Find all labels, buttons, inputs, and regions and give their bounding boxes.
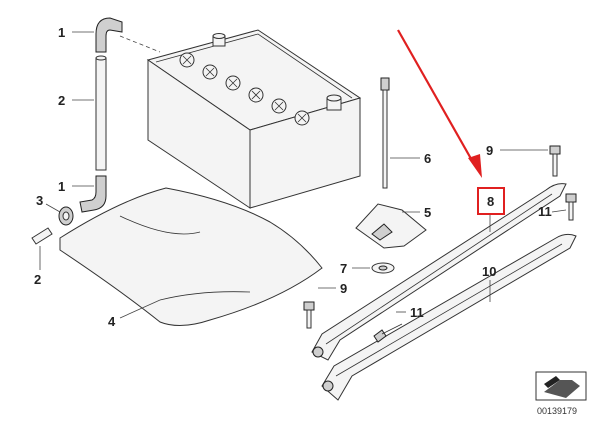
callout-3: 3 (36, 193, 43, 208)
support-rail-upper (311, 183, 567, 361)
diagram-id: 00139179 (537, 406, 577, 416)
bolt-9-upper (549, 145, 561, 177)
battery-cell-caps (179, 52, 310, 126)
diagram-logo (535, 371, 587, 401)
callout-11-lower: 11 (410, 305, 424, 320)
vent-grommet (58, 206, 74, 226)
bolt-11-upper (565, 193, 577, 221)
battery-terminal-left (212, 33, 226, 47)
callout-8: 8 (487, 194, 494, 209)
clamp-bracket (355, 203, 427, 249)
callout-4: 4 (108, 314, 116, 329)
callout-10: 10 (482, 264, 496, 279)
long-bolt (380, 77, 390, 189)
highlight-box (477, 187, 505, 215)
support-rail-lower (321, 233, 577, 401)
bolt-9-lower (303, 301, 315, 329)
bolt-11-lower (373, 323, 403, 343)
vent-tube-short (31, 227, 53, 245)
battery-mat (59, 187, 323, 326)
vent-tube (95, 55, 107, 171)
callout-9-upper: 9 (486, 143, 493, 158)
battery-terminal-right (326, 94, 342, 111)
leader-lines (39, 31, 567, 319)
callout-7: 7 (340, 261, 347, 276)
battery (119, 29, 362, 209)
callout-2-lower: 2 (34, 272, 41, 287)
callout-5: 5 (424, 205, 431, 220)
callout-11-upper: 11 (538, 204, 552, 219)
washer (371, 262, 395, 274)
highlight-arrow (397, 29, 482, 178)
callout-2-upper: 2 (58, 93, 65, 108)
callout-1-lower: 1 (58, 179, 65, 194)
vent-elbow-upper (95, 17, 123, 53)
callout-6: 6 (424, 151, 431, 166)
vent-elbow-lower (79, 175, 107, 213)
callout-1-upper: 1 (58, 25, 65, 40)
callout-9-lower: 9 (340, 281, 347, 296)
